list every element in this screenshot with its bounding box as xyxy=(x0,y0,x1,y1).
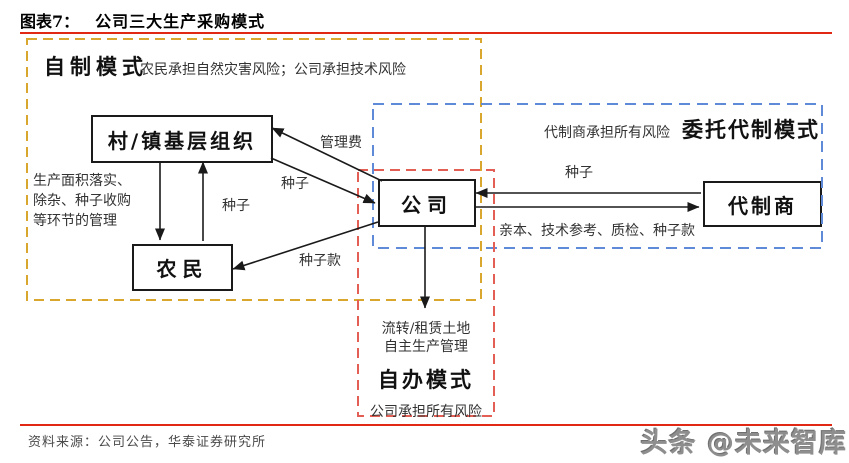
source-line: 资料来源：公司公告，华泰证券研究所 xyxy=(28,435,267,450)
edge-label-company-to-agent: 亲本、技术参考、质检、种子款 xyxy=(499,223,695,239)
self-run-note-2: 自主生产管理 xyxy=(384,339,468,356)
note-line: 生产面积落实、 xyxy=(33,173,131,189)
watermark: 头条 @未来智库 xyxy=(640,428,847,459)
figure-number: 图表7： xyxy=(20,12,80,31)
production-management-note: 生产面积落实、 除杂、种子收购 等环节的管理 xyxy=(33,172,165,232)
self-run-mode-block: 流转/租赁土地 自主生产管理 自办模式 公司承担所有风险 xyxy=(358,320,494,421)
footer-rule xyxy=(20,424,832,426)
figure-title: 公司三大生产采购模式 xyxy=(95,12,266,31)
edge-label-management-fee: 管理费 xyxy=(320,135,362,151)
self-made-mode-risk-note: 农民承担自然灾害风险；公司承担技术风险 xyxy=(140,62,406,78)
edge-label-seeds-farmer-to-org: 种子 xyxy=(222,198,250,214)
self-run-mode-title: 自办模式 xyxy=(378,367,474,393)
edge-label-seeds-agent-to-company: 种子 xyxy=(565,165,593,181)
header-rule xyxy=(20,32,832,34)
self-run-note-1: 流转/租赁土地 xyxy=(381,321,471,337)
edge-label-seed-payment: 种子款 xyxy=(299,253,341,269)
note-line: 除杂、种子收购 xyxy=(33,192,131,209)
figure-header: 图表7： 公司三大生产采购模式 xyxy=(20,8,265,32)
edge-label-seeds-org-to-company: 种子 xyxy=(281,176,309,192)
node-agent: 代制商 xyxy=(703,181,822,227)
node-village-org: 村/镇基层组织 xyxy=(91,115,273,163)
entrusted-mode-risk-note: 代制商承担所有风险 xyxy=(544,125,670,141)
node-farmer: 农民 xyxy=(132,244,233,291)
self-made-mode-title: 自制模式 xyxy=(44,54,148,79)
self-run-mode-risk-note: 公司承担所有风险 xyxy=(370,404,482,421)
node-company: 公司 xyxy=(378,179,476,227)
note-line: 等环节的管理 xyxy=(33,212,117,229)
entrusted-mode-title: 委托代制模式 xyxy=(682,117,820,142)
